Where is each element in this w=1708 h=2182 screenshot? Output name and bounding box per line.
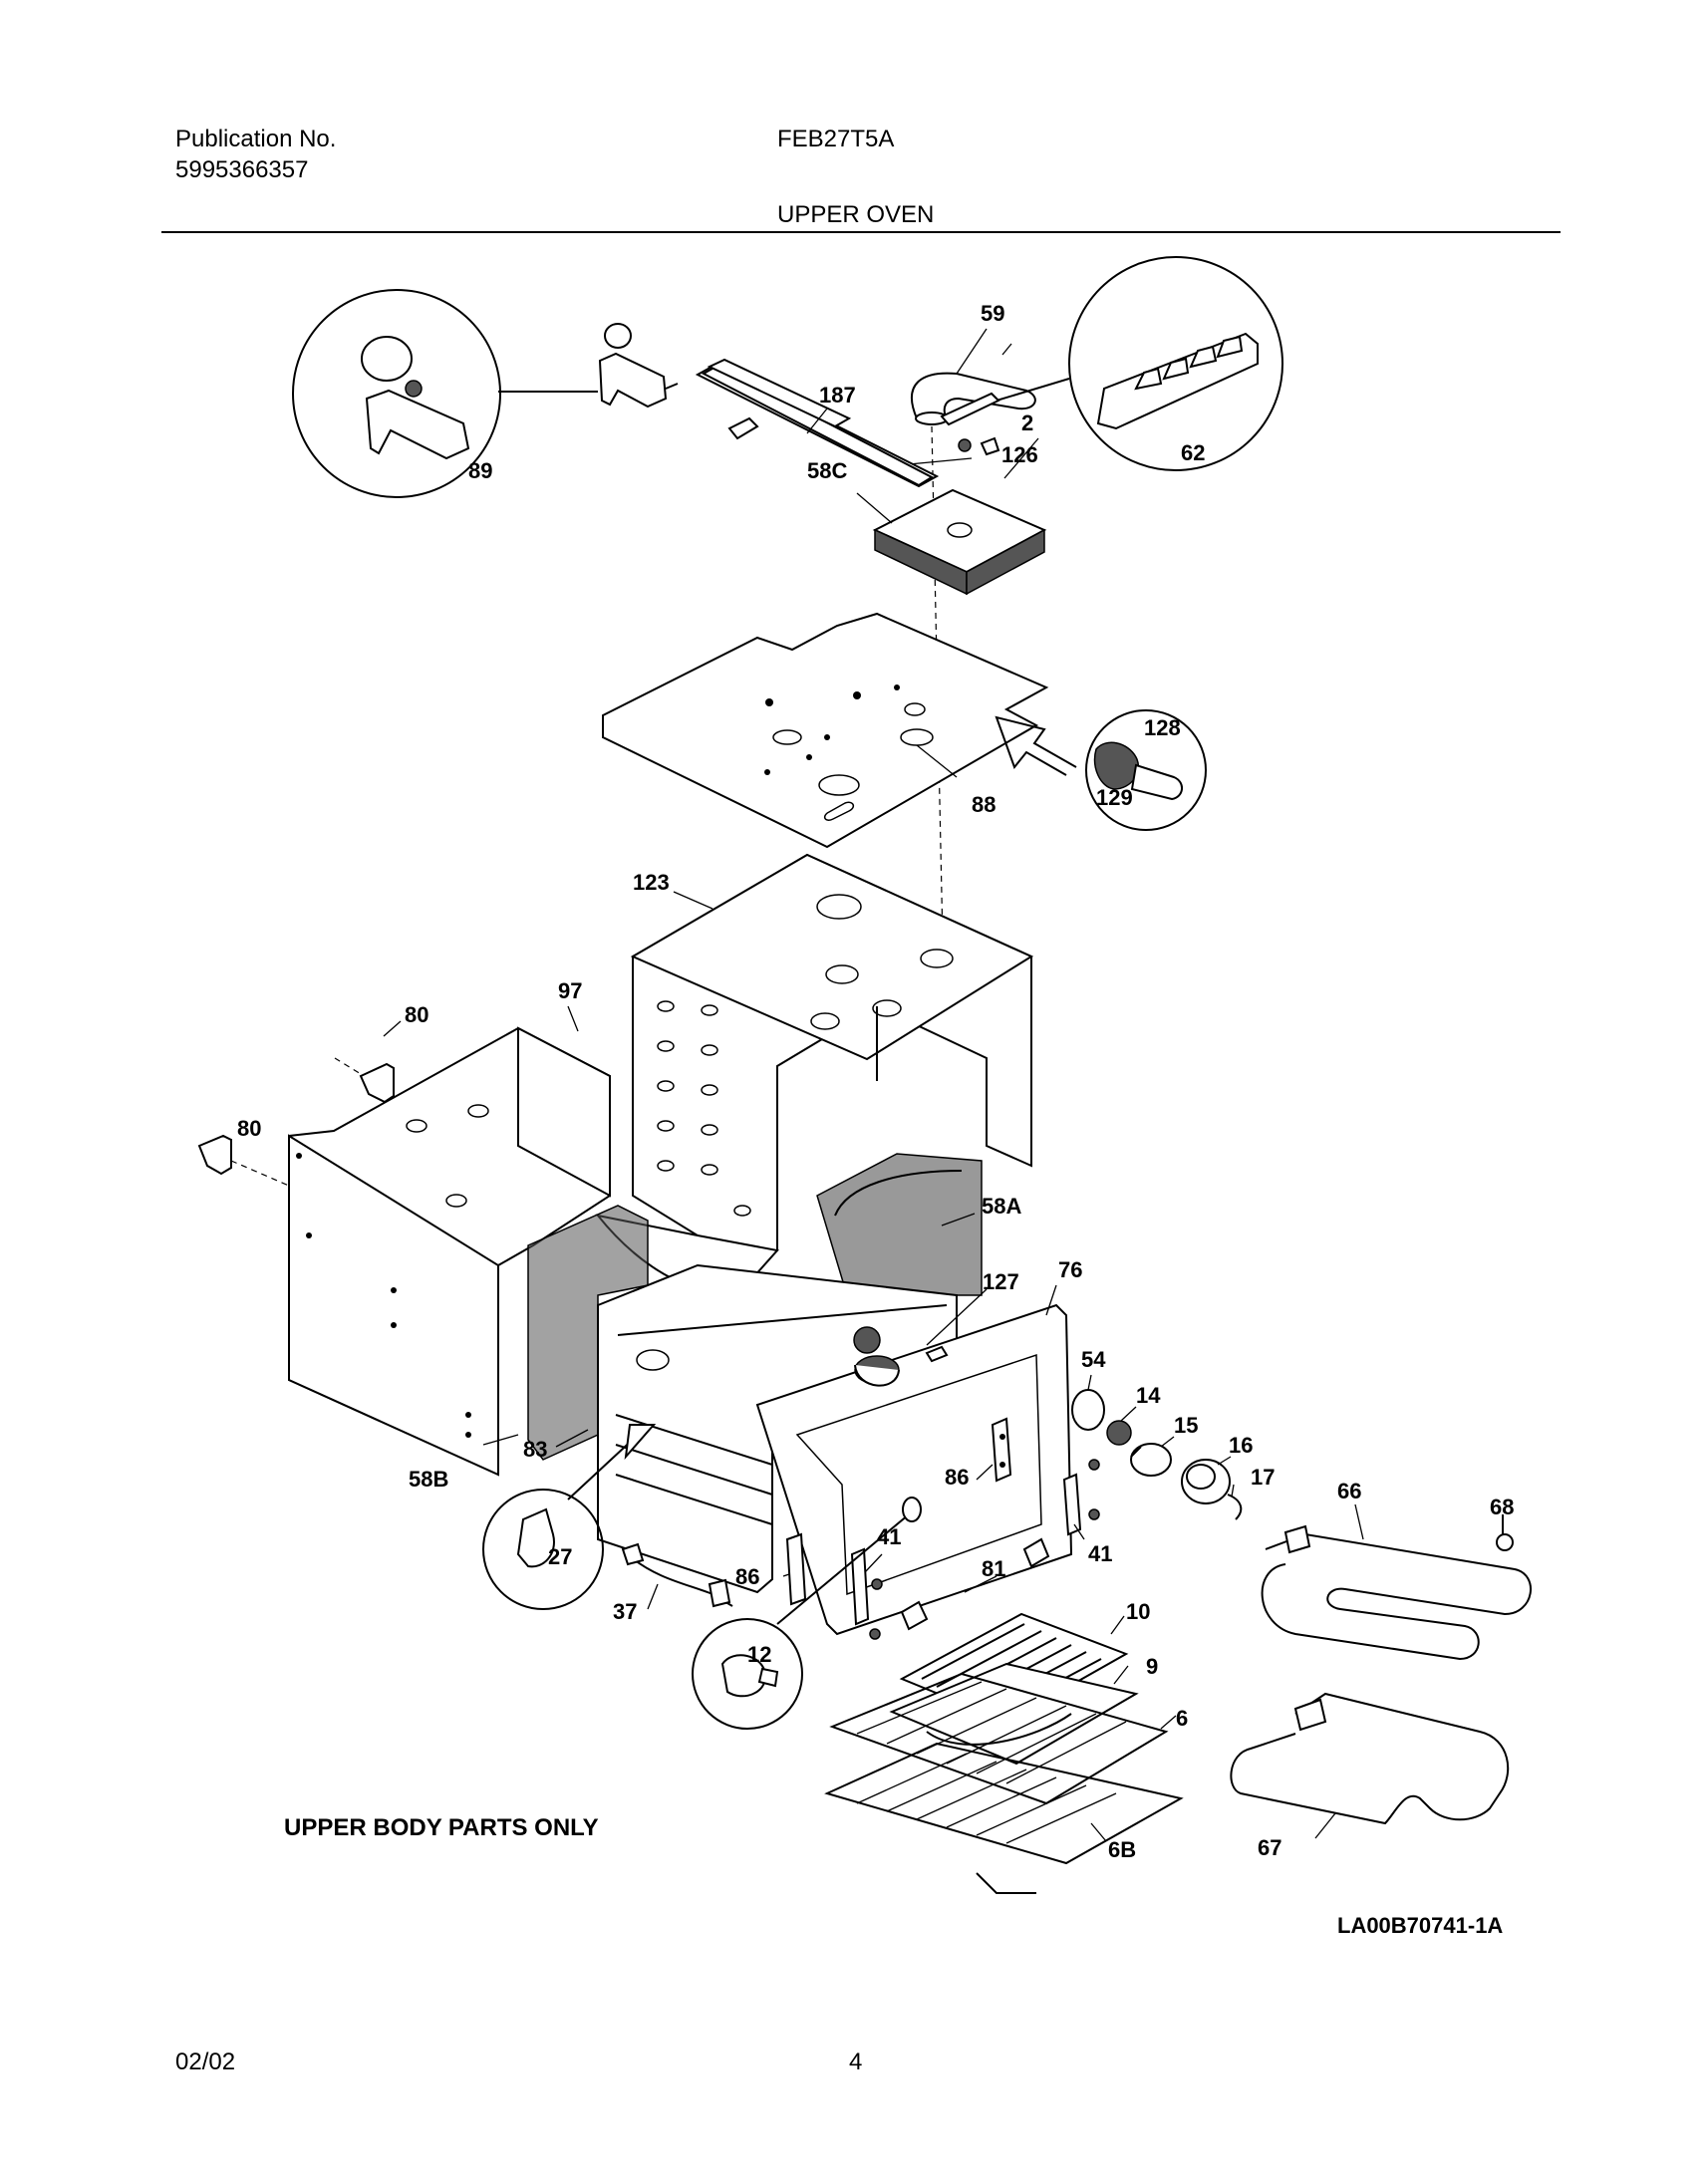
callout-58b: 58B <box>409 1467 448 1492</box>
clip-upper <box>1022 1537 1050 1568</box>
front-insulation <box>527 1205 649 1461</box>
callout-66: 66 <box>1337 1479 1361 1503</box>
callout-15: 15 <box>1174 1413 1198 1438</box>
callout-16: 16 <box>1229 1433 1253 1458</box>
callout-14: 14 <box>1136 1383 1161 1408</box>
callout-76: 76 <box>1058 1257 1082 1282</box>
publication-label: Publication No. <box>175 126 337 152</box>
callout-17: 17 <box>1251 1465 1275 1490</box>
broil-element <box>1261 1524 1532 1661</box>
callout-6: 6 <box>1176 1706 1188 1731</box>
hinge-bracket-left <box>785 1532 807 1606</box>
callout-12: 12 <box>747 1642 771 1667</box>
callout-86-right: 86 <box>945 1465 969 1490</box>
callout-37: 37 <box>613 1599 637 1624</box>
callout-187: 187 <box>819 383 856 408</box>
callout-67: 67 <box>1258 1835 1281 1860</box>
diagram-note: UPPER BODY PARTS ONLY <box>284 1814 599 1841</box>
callout-59: 59 <box>981 301 1004 326</box>
callout-54: 54 <box>1081 1347 1106 1372</box>
callout-83: 83 <box>523 1437 547 1462</box>
oven-rack <box>829 1672 1169 1805</box>
heat-shield-strip <box>701 358 935 487</box>
callout-126: 126 <box>1001 442 1038 467</box>
callout-62: 62 <box>1181 440 1205 465</box>
insulation-pad <box>872 488 1047 596</box>
section-title: UPPER OVEN <box>777 201 935 228</box>
lens-wire <box>1227 1494 1243 1520</box>
callout-80-lower: 80 <box>237 1116 261 1141</box>
callout-10: 10 <box>1126 1599 1150 1624</box>
hinge-receiver-right <box>1062 1459 1100 1536</box>
callout-27: 27 <box>548 1544 572 1569</box>
bracket-lower <box>197 1134 290 1187</box>
offset-oven-rack <box>824 1742 1184 1894</box>
element-screw <box>1496 1514 1514 1551</box>
cavity-wrap-slots <box>657 1000 751 1217</box>
socket-screws <box>958 436 1000 456</box>
thermostat <box>598 323 679 409</box>
front-frame <box>755 1303 1073 1636</box>
leader-lines <box>383 328 1364 1842</box>
footer-date: 02/02 <box>175 2048 236 2075</box>
probe-jack <box>902 1497 922 1522</box>
callout-6b: 6B <box>1108 1837 1136 1862</box>
callout-88: 88 <box>972 792 996 817</box>
vent-elbow <box>911 372 1036 425</box>
callout-81: 81 <box>982 1556 1005 1581</box>
side-insulation <box>816 1153 983 1296</box>
wire-harness <box>621 1542 733 1608</box>
thermostat-detail-circle <box>292 289 598 498</box>
bake-element <box>1230 1692 1510 1825</box>
broil-pan <box>889 1662 1139 1766</box>
bracket-upper <box>334 1057 395 1104</box>
hinge-bracket-right <box>991 1417 1012 1483</box>
receptacle-detail-circle <box>482 1424 657 1610</box>
header-rule <box>161 231 1561 233</box>
callout-128: 128 <box>1144 715 1181 740</box>
terminal-block <box>940 392 1000 426</box>
callout-86-left: 86 <box>735 1564 759 1589</box>
callout-58a: 58A <box>982 1194 1021 1219</box>
callout-97: 97 <box>558 978 582 1003</box>
callout-58c: 58C <box>807 458 847 483</box>
lamp-lens <box>1181 1459 1231 1504</box>
outer-wrapper <box>288 1026 611 1477</box>
page-number: 4 <box>849 2048 863 2075</box>
callout-89: 89 <box>468 458 492 483</box>
callout-68: 68 <box>1490 1495 1514 1519</box>
callout-2: 2 <box>1021 410 1033 435</box>
publication-number: 5995366357 <box>175 156 309 183</box>
callout-80-upper: 80 <box>405 1002 428 1027</box>
lamp-bulb <box>1130 1443 1172 1477</box>
callout-41-right: 41 <box>1088 1541 1112 1566</box>
drawing-number: LA00B70741-1A <box>1337 1913 1503 1938</box>
callout-123: 123 <box>633 870 670 895</box>
lamp-socket-detail-circle <box>995 709 1207 831</box>
light-socket <box>854 1355 900 1387</box>
terminal-block-detail-circle <box>986 256 1283 471</box>
callout-129: 129 <box>1096 785 1133 810</box>
callout-9: 9 <box>1146 1654 1158 1679</box>
probe-detail-circle <box>692 1513 910 1730</box>
model-number: FEB27T5A <box>777 126 895 152</box>
callout-127: 127 <box>983 1269 1019 1294</box>
hinge-receiver-left <box>850 1547 883 1640</box>
lamp-receptacle-ring <box>1071 1389 1105 1431</box>
clip-lower <box>900 1600 929 1631</box>
callout-41-left: 41 <box>877 1524 901 1549</box>
lamp-gasket <box>1106 1420 1132 1446</box>
